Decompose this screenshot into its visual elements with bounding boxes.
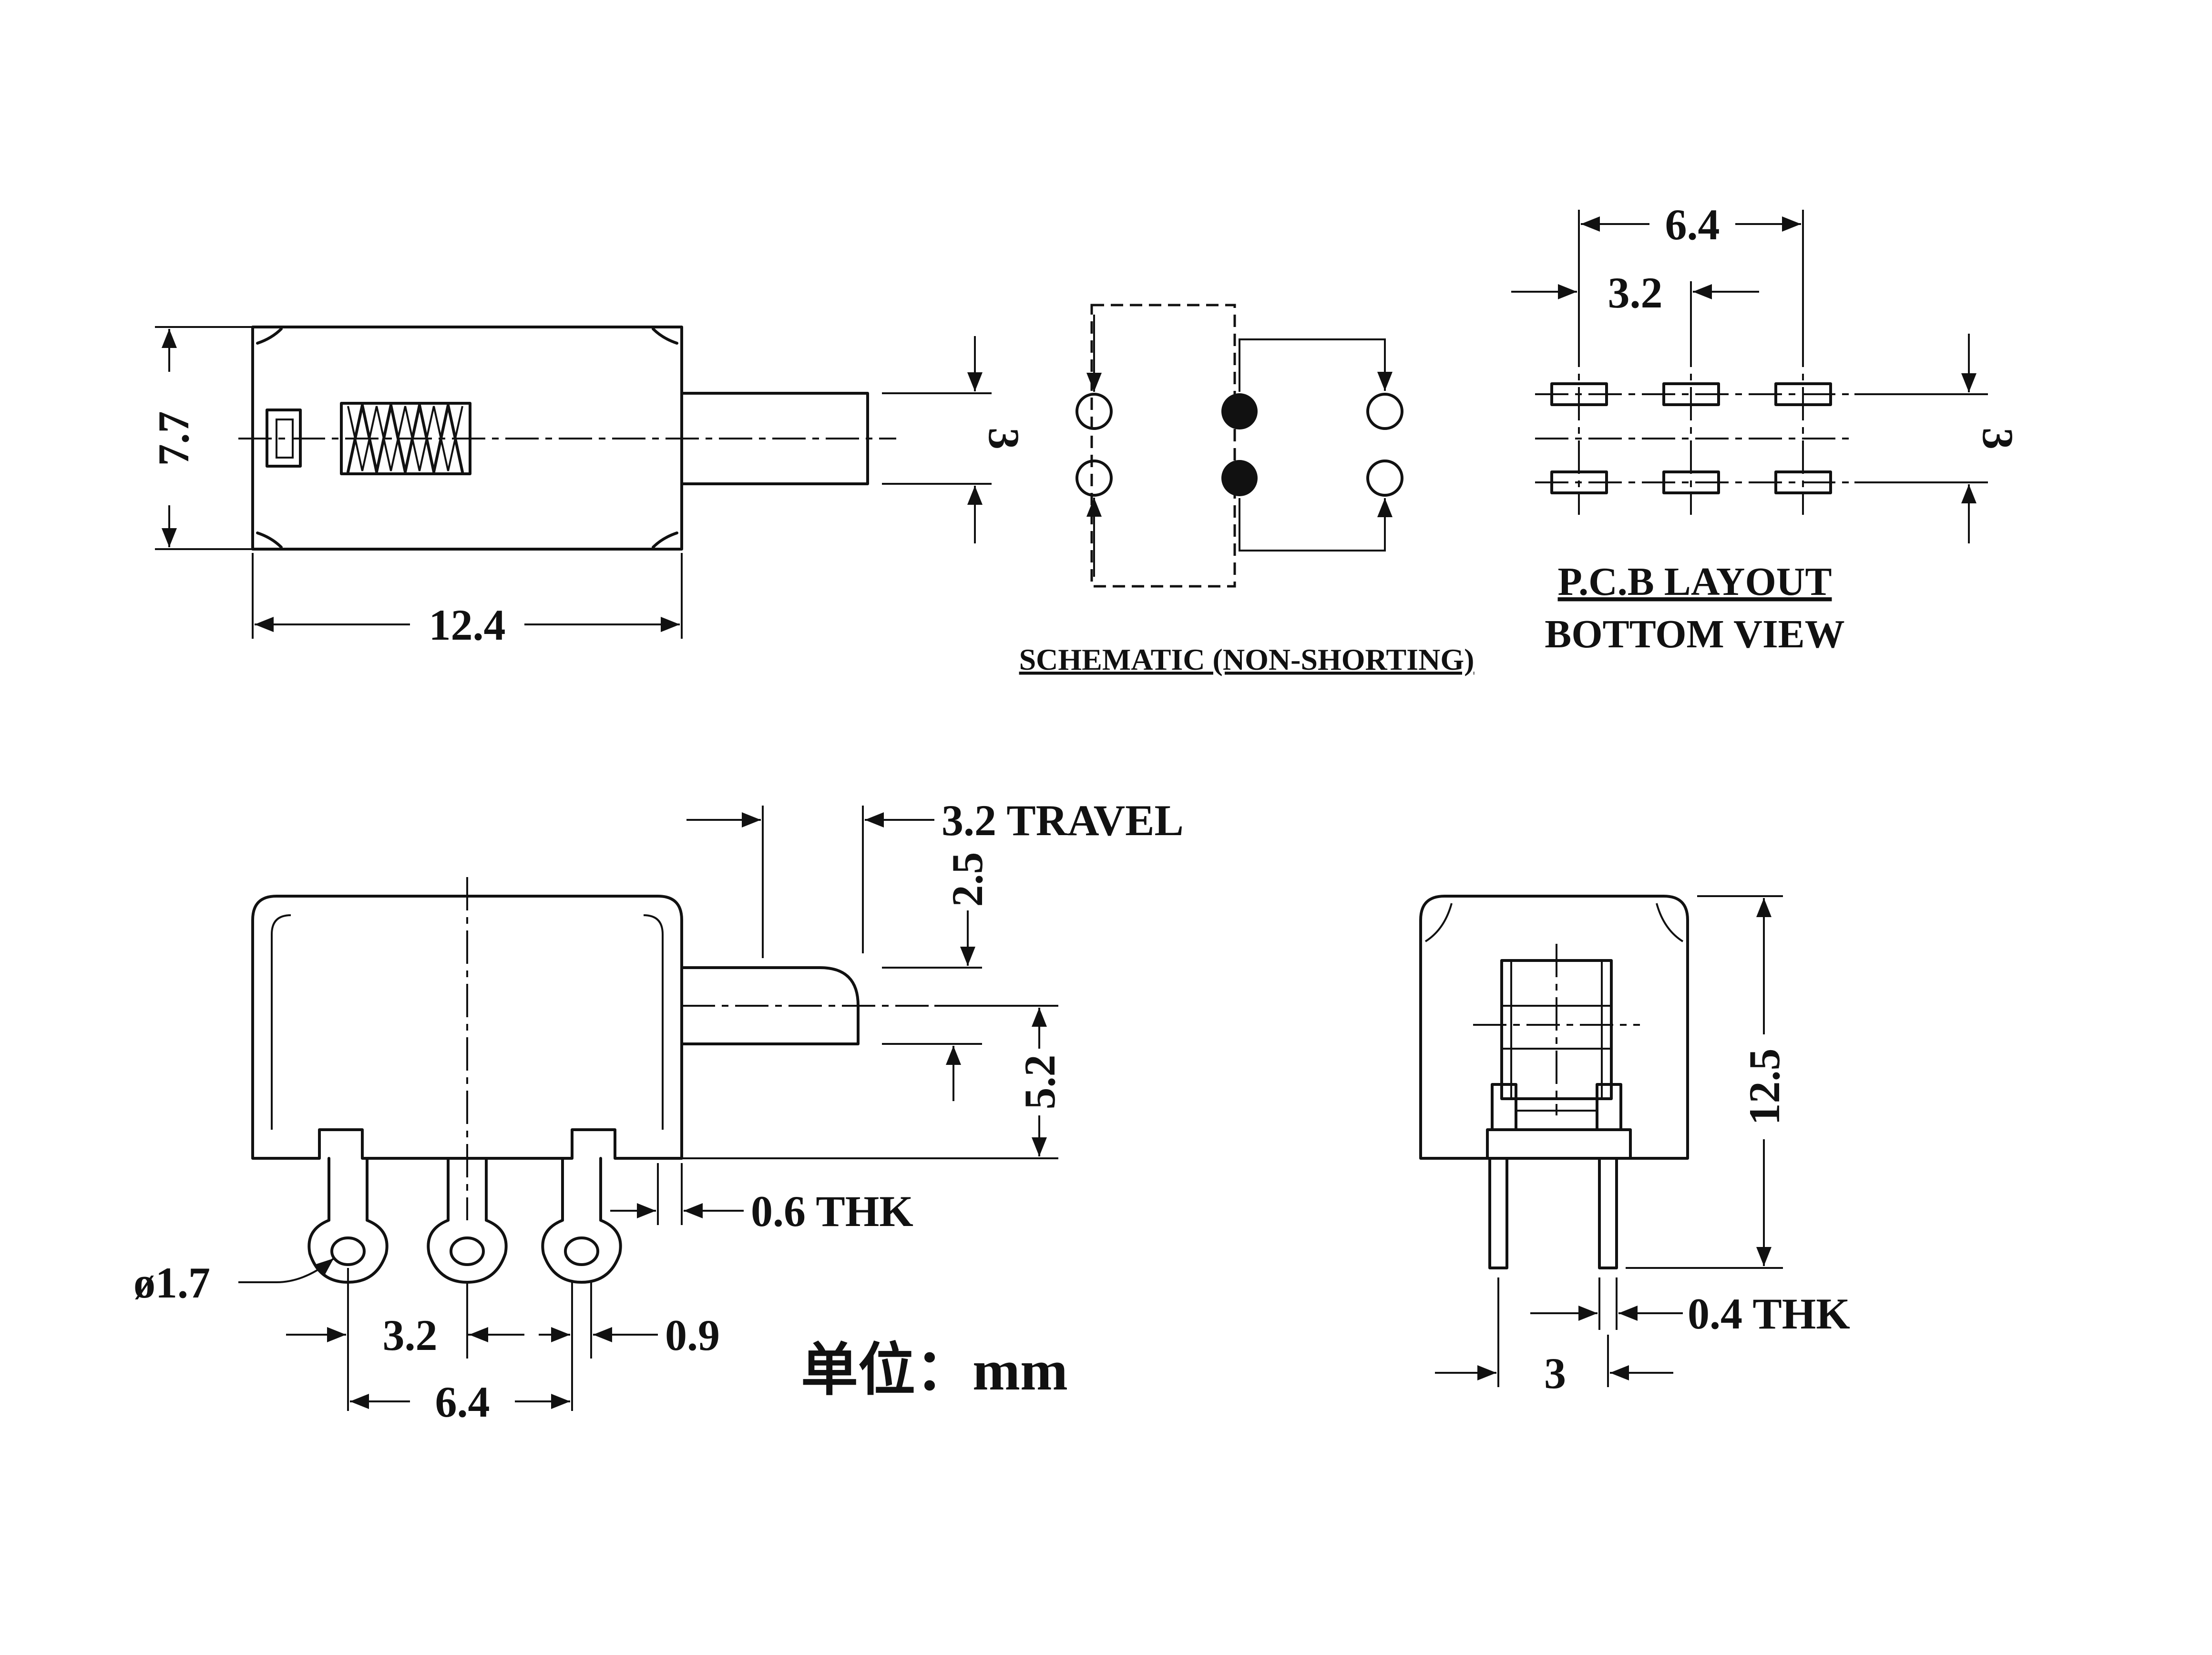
wire <box>1239 498 1393 552</box>
height-label: 7.7 <box>149 411 198 466</box>
schematic: SCHEMATIC (NON-SHORTING) <box>1019 304 1475 676</box>
row-spacing-label: 3 <box>1974 428 2022 450</box>
inner-wall <box>271 914 291 1130</box>
wire <box>1239 338 1393 392</box>
pin-width-label: 0.9 <box>665 1311 720 1359</box>
spring-zigzag-back <box>347 406 463 471</box>
pcb-layout: 6.4 3.2 3 P.C.B LAYOUT BOTTOM VIEW <box>1511 200 2022 656</box>
end-pin <box>1488 1157 1508 1269</box>
pitch-total-label: 6.4 <box>435 1378 490 1426</box>
travel-label: 3.2 TRAVEL <box>942 796 1184 845</box>
corner-notch <box>1424 903 1453 942</box>
height-label: 12.5 <box>1740 1049 1789 1125</box>
contact-common <box>1221 393 1258 429</box>
terminal-hole <box>330 1236 366 1266</box>
pcb-title: P.C.B LAYOUT <box>1558 560 1832 604</box>
leader-line <box>238 1257 335 1283</box>
units-label: 单位：mm <box>801 1338 1068 1402</box>
actuator-label: 3 <box>980 428 1028 450</box>
base-plate <box>1486 1128 1632 1160</box>
terminal-lug <box>541 1157 622 1284</box>
corner-notch <box>256 531 283 549</box>
terminal-thickness-label: 0.6 THK <box>751 1187 913 1236</box>
width-label: 12.4 <box>429 601 506 649</box>
actuator-height-label: 5.2 <box>1015 1055 1064 1110</box>
pitch-label: 3.2 <box>1608 268 1663 317</box>
pcb-subtitle: BOTTOM VIEW <box>1545 612 1844 656</box>
contact-open <box>1075 393 1113 430</box>
end-pin <box>1598 1157 1618 1269</box>
pin-thickness-label: 0.4 THK <box>1688 1289 1850 1338</box>
switch-body-side <box>251 895 683 1160</box>
contact-open <box>1366 460 1403 497</box>
terminal-hole <box>564 1236 599 1266</box>
contact-open <box>1366 393 1403 430</box>
side-view: 3.2 TRAVEL 2.5 5.2 0.6 THK ø1.7 3.2 0.9 <box>133 796 1184 1426</box>
end-view: 12.5 0.4 THK 3 <box>1419 895 1850 1398</box>
corner-notch <box>1656 903 1684 942</box>
corner-notch <box>256 327 283 345</box>
schematic-dashed-frame <box>1090 304 1236 588</box>
contact-clip <box>1491 1083 1517 1131</box>
pin-spacing-label: 3 <box>1544 1349 1566 1398</box>
contact-open <box>1075 460 1113 497</box>
spring-zigzag <box>347 404 464 473</box>
contact-clip <box>1596 1083 1622 1131</box>
actuator-offset-label: 2.5 <box>943 852 992 907</box>
inner-wall <box>643 914 664 1130</box>
schematic-title: SCHEMATIC (NON-SHORTING) <box>1019 643 1475 676</box>
terminal-hole <box>450 1236 485 1266</box>
pitch-label: 3.2 <box>383 1311 438 1359</box>
pitch-total-label: 6.4 <box>1665 200 1720 249</box>
contact-common <box>1221 460 1258 496</box>
hole-diameter-label: ø1.7 <box>133 1258 210 1307</box>
top-view: 7.7 12.4 3 <box>149 326 1028 649</box>
switch-body-end <box>1419 895 1689 1160</box>
corner-notch <box>652 327 678 345</box>
corner-notch <box>652 531 678 549</box>
